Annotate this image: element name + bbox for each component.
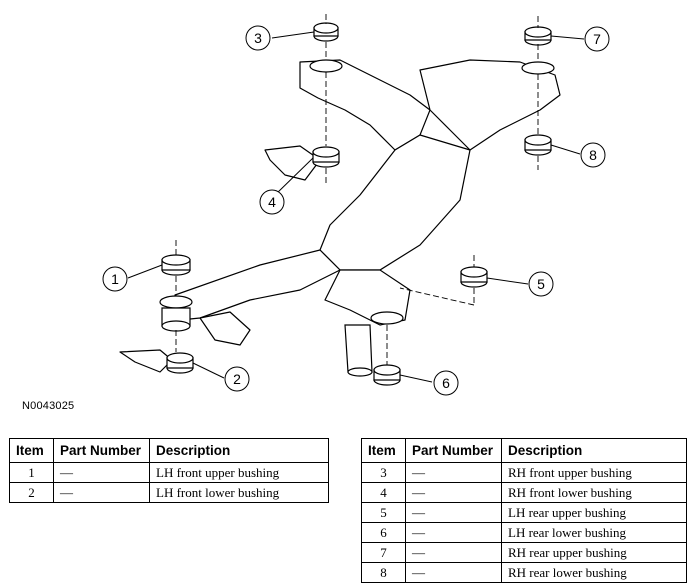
table-row: 3 — RH front upper bushing [361, 462, 687, 483]
callout-2: 2 [233, 371, 241, 387]
cell-part-number: — [53, 482, 150, 503]
lower-bracket [199, 311, 251, 346]
callout-5: 5 [537, 276, 545, 292]
cell-item: 4 [361, 482, 406, 503]
cell-item: 2 [9, 482, 54, 503]
cell-part-number: — [405, 562, 502, 583]
bushing-4 [312, 146, 340, 168]
bushing-2 [166, 352, 194, 374]
bushing-8 [524, 134, 552, 156]
header-item: Item [361, 438, 406, 463]
front-crossmember [299, 59, 431, 151]
left-front-arm [174, 249, 341, 321]
bushing-7 [524, 26, 552, 46]
bracket-2 [119, 349, 173, 373]
cell-description: LH front upper bushing [149, 462, 329, 483]
cell-part-number: — [405, 482, 502, 503]
table-header-row: Item Part Number Description [361, 438, 687, 463]
header-part-number: Part Number [405, 438, 502, 463]
table-row: 5 — LH rear upper bushing [361, 502, 687, 523]
bushing-5 [460, 266, 488, 288]
cell-item: 3 [361, 462, 406, 483]
cell-part-number: — [405, 462, 502, 483]
header-description: Description [149, 438, 329, 463]
header-part-number: Part Number [53, 438, 150, 463]
header-item: Item [9, 438, 54, 463]
bushing-1 [161, 254, 191, 276]
cell-item: 6 [361, 522, 406, 543]
cell-description: RH front lower bushing [501, 482, 687, 503]
callout-7: 7 [593, 31, 601, 47]
cell-item: 8 [361, 562, 406, 583]
bracket-4 [264, 145, 321, 181]
table-row: 1 — LH front upper bushing [9, 462, 329, 483]
cell-description: RH rear lower bushing [501, 562, 687, 583]
table-row: 6 — LH rear lower bushing [361, 522, 687, 543]
callout-8: 8 [589, 147, 597, 163]
cell-part-number: — [405, 522, 502, 543]
cell-description: LH front lower bushing [149, 482, 329, 503]
table-row: 7 — RH rear upper bushing [361, 542, 687, 563]
bushing-3 [313, 22, 339, 42]
cell-description: RH front upper bushing [501, 462, 687, 483]
figure-code: N0043025 [22, 400, 75, 412]
table-row: 8 — RH rear lower bushing [361, 562, 687, 583]
table-row: 2 — LH front lower bushing [9, 482, 329, 503]
cell-part-number: — [53, 462, 150, 483]
cell-item: 1 [9, 462, 54, 483]
cell-item: 5 [361, 502, 406, 523]
rear-crossmember [419, 59, 561, 151]
table-header-row: Item Part Number Description [9, 438, 329, 463]
callout-1: 1 [111, 271, 119, 287]
callout-3: 3 [254, 30, 262, 46]
cell-description: LH rear lower bushing [501, 522, 687, 543]
cell-description: RH rear upper bushing [501, 542, 687, 563]
callout-6: 6 [442, 375, 450, 391]
cell-part-number: — [405, 542, 502, 563]
cell-part-number: — [405, 502, 502, 523]
bushing-6 [373, 364, 401, 386]
parts-table-right: Item Part Number Description 3 — RH fron… [361, 438, 687, 583]
header-description: Description [501, 438, 687, 463]
cell-item: 7 [361, 542, 406, 563]
table-row: 4 — RH front lower bushing [361, 482, 687, 503]
center-rail [319, 134, 471, 271]
cell-description: LH rear upper bushing [501, 502, 687, 523]
parts-table-left: Item Part Number Description 1 — LH fron… [9, 438, 329, 503]
subframe-diagram: 3 7 8 4 1 2 5 6 [102, 14, 610, 396]
callout-4: 4 [268, 194, 276, 210]
